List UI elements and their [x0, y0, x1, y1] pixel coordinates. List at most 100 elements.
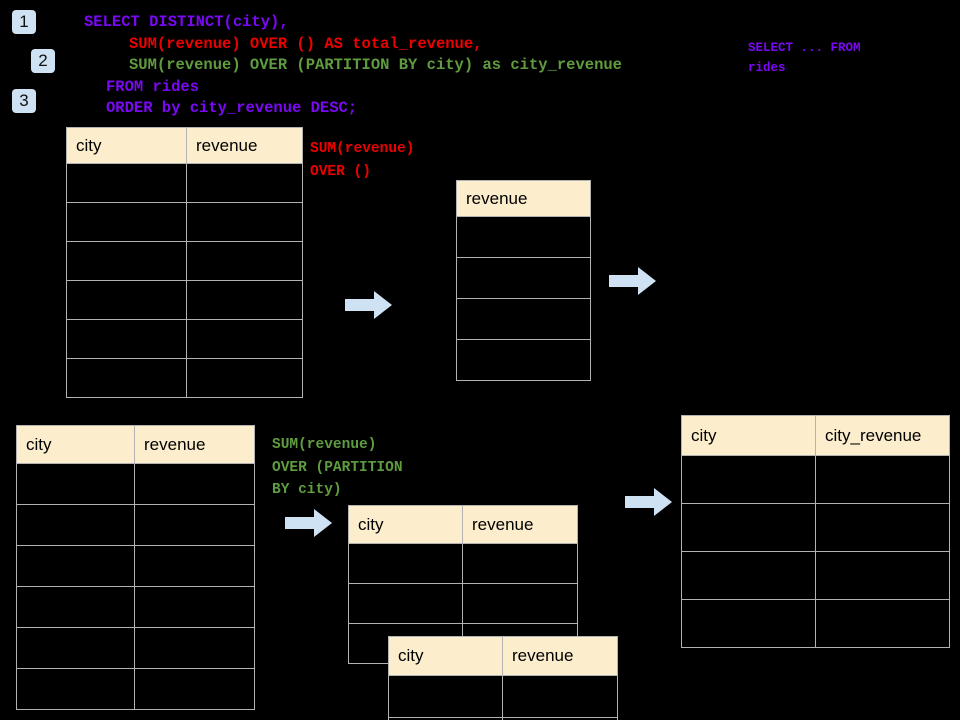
table-row	[66, 319, 303, 359]
table-row	[456, 257, 591, 299]
arrow-total-to-result	[609, 266, 657, 296]
table-cell	[388, 675, 503, 718]
rides-source-table-column-header: city	[66, 127, 187, 164]
table-cell	[66, 358, 187, 398]
table-cell	[456, 339, 591, 381]
table-cell	[186, 319, 303, 359]
table-row	[66, 241, 303, 281]
table-cell	[186, 358, 303, 398]
sum-over-partition-annotation-line-3: BY city)	[272, 482, 342, 498]
partition-table-back-column-header: city	[348, 505, 463, 544]
table-row	[66, 358, 303, 398]
sql-code-line-4: FROM rides	[106, 77, 200, 96]
table-cell	[134, 586, 255, 628]
sum-over-empty-annotation-line-2: OVER ()	[310, 163, 371, 180]
arrow-source2-to-partition	[285, 508, 333, 538]
table-row	[681, 551, 950, 600]
table-cell	[681, 551, 816, 600]
table-cell	[134, 545, 255, 587]
table-cell	[66, 202, 187, 242]
partition-table-back-column-header: revenue	[462, 505, 578, 544]
right-arrow-icon	[609, 267, 656, 295]
table-cell	[186, 280, 303, 320]
select-from-rides-note-line-2: rides	[748, 61, 786, 75]
table-row	[66, 280, 303, 320]
table-cell	[456, 216, 591, 258]
partition-table-front-column-header: revenue	[502, 636, 618, 676]
arrow-source-to-total	[345, 290, 393, 320]
table-cell	[66, 241, 187, 281]
table-cell	[134, 504, 255, 546]
table-cell	[186, 202, 303, 242]
table-cell	[186, 163, 303, 203]
table-row	[16, 504, 255, 546]
table-cell	[134, 627, 255, 669]
table-cell	[16, 627, 135, 669]
table-cell	[16, 463, 135, 505]
table-cell	[348, 543, 463, 584]
partition-table-front-column-header: city	[388, 636, 503, 676]
step-badge-1: 1	[12, 10, 36, 34]
sum-over-empty-annotation-line-1: SUM(revenue)	[310, 141, 415, 157]
city-revenue-result-table-column-header: city_revenue	[815, 415, 950, 456]
select-from-rides-note: SELECT ... FROM rides	[748, 38, 861, 78]
table-row	[66, 163, 303, 203]
table-cell	[462, 543, 578, 584]
sql-code-line-1: SELECT DISTINCT(city),	[84, 13, 289, 31]
table-row	[348, 543, 578, 584]
total-revenue-table-header-row: revenue	[456, 180, 591, 217]
table-cell	[815, 599, 950, 648]
table-cell	[815, 455, 950, 504]
table-row	[456, 339, 591, 381]
sql-code-block: SELECT DISTINCT(city), SUM(revenue) OVER …	[84, 12, 622, 120]
table-cell	[462, 583, 578, 624]
table-cell	[16, 668, 135, 710]
right-arrow-icon	[625, 488, 672, 516]
table-cell	[16, 504, 135, 546]
table-row	[16, 627, 255, 669]
table-cell	[186, 241, 303, 281]
table-cell	[681, 455, 816, 504]
table-cell	[66, 163, 187, 203]
table-row	[388, 675, 618, 718]
table-cell	[502, 675, 618, 718]
sql-code-line-5: ORDER by city_revenue DESC;	[106, 99, 358, 117]
table-row	[456, 298, 591, 340]
table-cell	[16, 545, 135, 587]
total-revenue-table: revenue	[456, 180, 591, 381]
table-cell	[66, 319, 187, 359]
step-badge-2: 2	[31, 49, 55, 73]
table-cell	[348, 583, 463, 624]
city-revenue-result-table-column-header: city	[681, 415, 816, 456]
right-arrow-icon	[285, 509, 332, 537]
select-from-rides-note-line-1: SELECT ... FROM	[748, 41, 861, 55]
table-row	[16, 586, 255, 628]
table-row	[66, 202, 303, 242]
total-revenue-table-column-header: revenue	[456, 180, 591, 217]
table-cell	[134, 668, 255, 710]
arrow-partition-to-result	[625, 487, 673, 517]
table-row	[348, 583, 578, 624]
table-cell	[456, 298, 591, 340]
table-row	[681, 599, 950, 648]
sum-over-empty-annotation: SUM(revenue) OVER ()	[310, 138, 414, 183]
table-cell	[681, 503, 816, 552]
right-arrow-icon	[345, 291, 392, 319]
table-cell	[815, 503, 950, 552]
table-cell	[134, 463, 255, 505]
sql-code-line-2: SUM(revenue) OVER () AS total_revenue,	[129, 34, 483, 53]
table-row	[456, 216, 591, 258]
table-row	[16, 545, 255, 587]
sum-over-partition-annotation-line-1: SUM(revenue)	[272, 437, 377, 453]
rides-source-table-2-column-header: revenue	[134, 425, 255, 464]
sql-code-line-3: SUM(revenue) OVER (PARTITION BY city) as…	[129, 56, 622, 74]
